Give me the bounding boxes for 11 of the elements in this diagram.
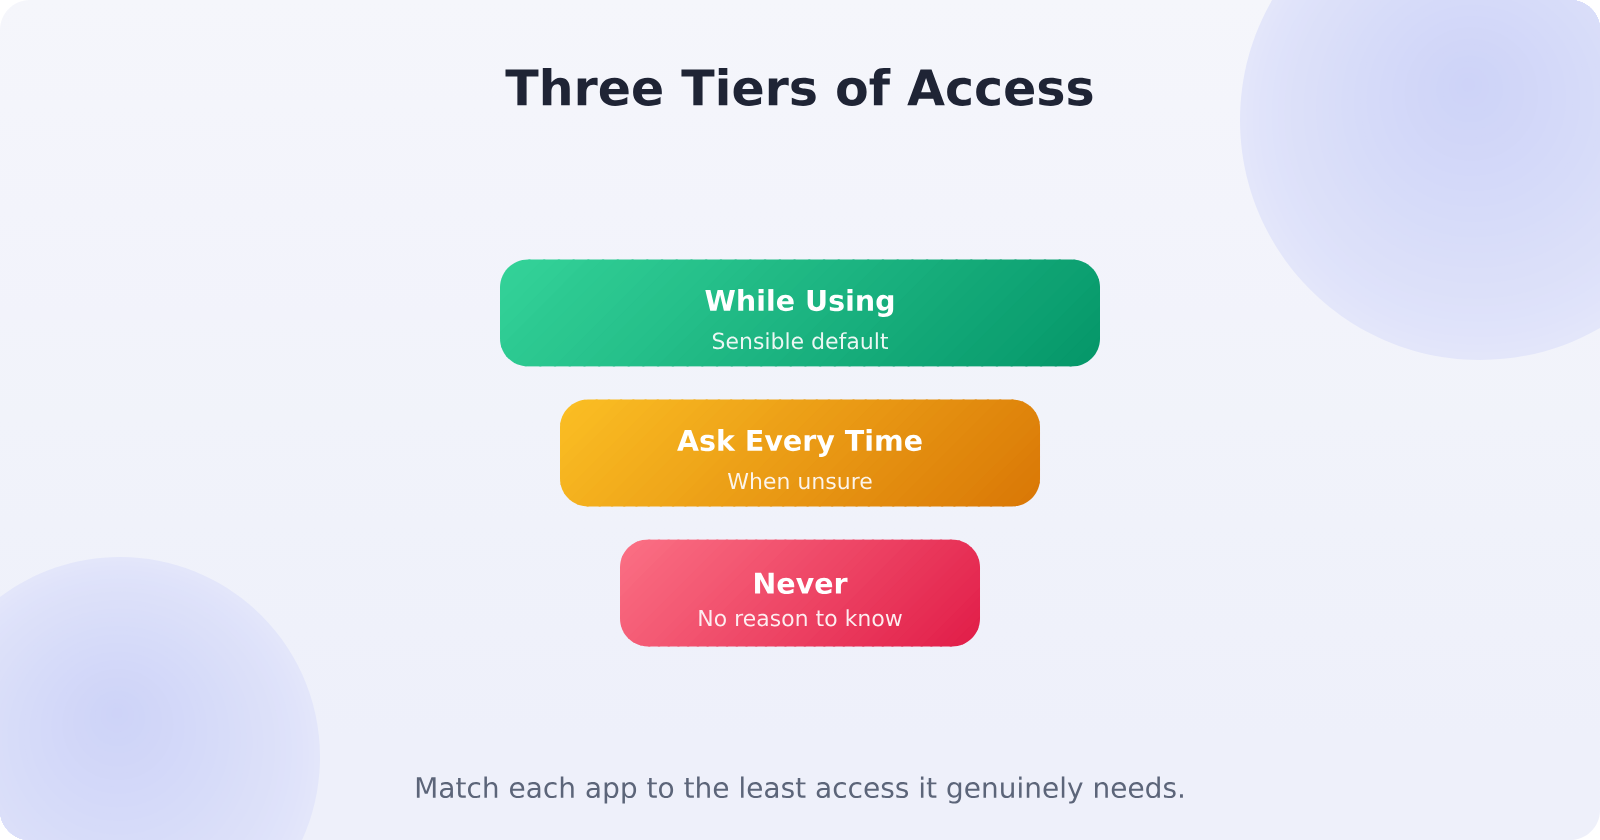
tier-box: Never No reason to know bbox=[620, 539, 980, 647]
node-label: Ask Every Time bbox=[677, 429, 922, 457]
title: Three Tiers of Access bbox=[505, 68, 1093, 106]
node-label: No reason to know bbox=[699, 609, 902, 627]
node-label: Sensible default bbox=[712, 332, 888, 350]
node-label: While Using bbox=[705, 289, 894, 317]
node-label: Never bbox=[755, 572, 848, 595]
tier-box: Ask Every Time When unsure bbox=[560, 399, 1040, 507]
caption: Match each app to the least access it genuinely needs. bbox=[416, 776, 1183, 804]
tier-box: While Using Sensible default bbox=[500, 259, 1100, 367]
node-label: When unsure bbox=[727, 472, 872, 490]
